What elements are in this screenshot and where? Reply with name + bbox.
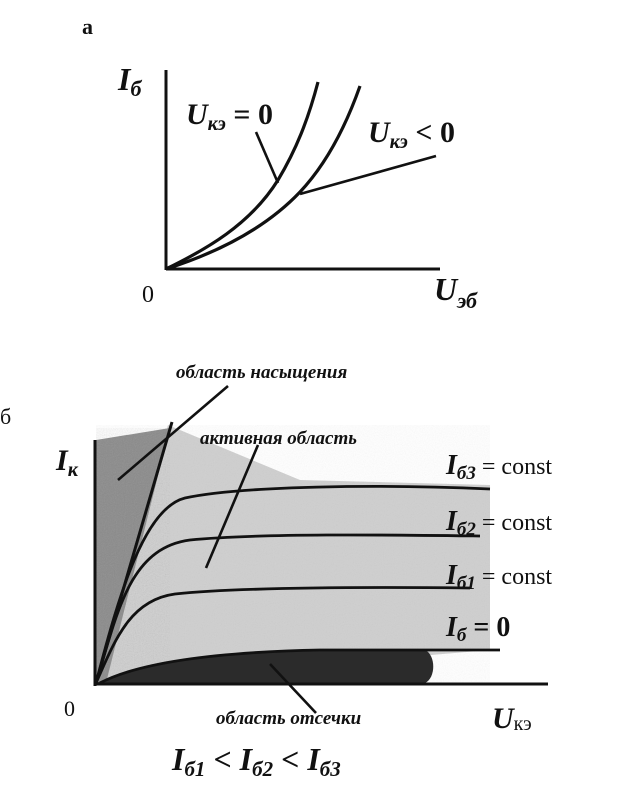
panel-a-x-symbol: U: [434, 271, 459, 307]
panel-a-curve-uke-negative: [165, 85, 362, 271]
label-ib3-rel: = const: [476, 454, 553, 480]
relation-term-1: I: [171, 741, 186, 777]
panel-a-label-uke-zero-symbol: U: [186, 98, 209, 131]
label-ib-zero-rel: = 0: [466, 612, 510, 643]
label-ib1-symbol: I: [445, 560, 458, 591]
panel-a-label-uke-negative-rel: < 0: [408, 116, 455, 149]
panel-a-label-uke-zero-sub: кэ: [208, 113, 226, 135]
panel-a: а Iб Uэб 0 Uкэ = 0 Uкэ < 0: [82, 14, 478, 313]
panel-a-x-subscript: эб: [456, 288, 478, 313]
panel-a-leader-uke-zero: [254, 131, 280, 184]
panel-b: б область насыщения активная область обл…: [0, 362, 552, 781]
label-ib-zero-sub: б: [457, 625, 468, 646]
panel-b-x-axis-label: Uкэ: [492, 702, 532, 735]
label-ib2: Iб2 = const: [445, 506, 552, 540]
label-ib3: Iб3 = const: [445, 450, 552, 484]
label-saturation-region: область насыщения: [176, 362, 347, 383]
label-ib3-symbol: I: [445, 450, 458, 481]
panel-b-y-axis-label: Iк: [55, 444, 79, 481]
label-ib1: Iб1 = const: [445, 560, 552, 594]
active-region-grain: [96, 425, 490, 683]
panel-a-label-uke-zero-rel: = 0: [226, 98, 273, 131]
relation-term-3: I: [306, 741, 321, 777]
panel-b-letter: б: [0, 404, 11, 429]
label-ib1-sub: б1: [457, 573, 476, 594]
cutoff-region-shading: [96, 650, 434, 683]
panel-b-y-symbol: I: [55, 444, 69, 477]
relation-term-2: I: [239, 741, 254, 777]
curve-ib-zero: [99, 648, 500, 685]
curve-ib1: [94, 586, 471, 684]
panel-a-origin: 0: [142, 282, 154, 308]
relation-sub-1: б1: [184, 757, 205, 781]
label-active-region: активная область: [200, 428, 357, 449]
label-ib-zero-symbol: I: [445, 612, 458, 643]
leader-active: [204, 444, 260, 569]
leader-saturation: [117, 385, 229, 481]
panel-b-x-symbol: U: [492, 702, 515, 735]
leader-cutoff: [269, 663, 317, 714]
label-ib2-sub: б2: [457, 519, 476, 540]
label-ib2-rel: = const: [476, 510, 553, 536]
current-relation-caption: Iб1 < Iб2 < Iб3: [171, 741, 341, 781]
panel-a-label-uke-negative: Uкэ < 0: [368, 116, 455, 153]
relation-op-2: <: [273, 741, 307, 777]
relation-sub-2: б2: [252, 757, 273, 781]
panel-a-letter: а: [82, 14, 93, 39]
label-ib-zero: Iб = 0: [445, 612, 510, 646]
label-ib2-symbol: I: [445, 506, 458, 537]
panel-a-y-subscript: б: [130, 76, 142, 101]
panel-a-label-uke-negative-sub: кэ: [390, 131, 408, 153]
panel-b-origin: 0: [64, 696, 75, 721]
curve-ib3: [94, 485, 491, 684]
label-ib3-sub: б3: [457, 463, 476, 484]
label-ib1-rel: = const: [476, 564, 553, 590]
panel-a-label-uke-zero: Uкэ = 0: [186, 98, 273, 135]
relation-op-1: <: [205, 741, 239, 777]
panel-a-y-axis-label: Iб: [117, 61, 142, 101]
panel-b-y-subscript: к: [68, 459, 79, 481]
label-cutoff-region: область отсечки: [216, 708, 361, 729]
panel-a-y-symbol: I: [117, 61, 132, 97]
panel-a-label-uke-negative-symbol: U: [368, 116, 391, 149]
relation-sub-3: б3: [320, 757, 341, 781]
panel-a-x-axis-label: Uэб: [434, 271, 478, 313]
panel-b-x-subscript: кэ: [514, 713, 532, 735]
panel-a-leader-uke-negative: [299, 154, 437, 196]
curve-ib2: [94, 533, 481, 684]
